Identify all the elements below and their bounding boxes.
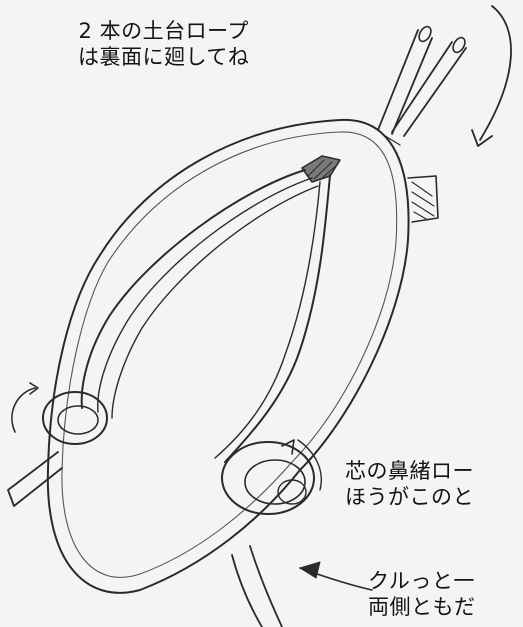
instruction-bottom-line-1: クルっと一 — [368, 569, 475, 593]
bottom-rope-tail — [231, 545, 283, 627]
instruction-top: 2 本の土台ロープ は裏面に廻してね — [78, 18, 249, 70]
left-ring — [11, 382, 108, 445]
instruction-right: 芯の鼻緒ロー ほうがこのと — [345, 458, 474, 510]
toe-post-knot — [301, 155, 341, 183]
instruction-right-line-2: ほうがこのと — [345, 485, 474, 509]
left-strap — [80, 169, 306, 409]
instruction-top-line-1: 2 本の土台ロープ — [78, 19, 249, 43]
instruction-bottom-line-2: 両側ともだ — [368, 595, 476, 619]
instruction-right-line-1: 芯の鼻緒ロー — [345, 459, 474, 483]
instruction-top-line-2: は裏面に廻してね — [78, 45, 250, 69]
left-rope-tail — [7, 451, 63, 507]
rope-ends — [377, 25, 467, 146]
sole-outline — [46, 118, 410, 594]
right-ring — [221, 439, 322, 515]
curved-arrow-top — [471, 5, 512, 147]
right-strap — [224, 174, 331, 463]
pointer-arrow-bottom — [299, 561, 373, 591]
rope-stub-right — [407, 175, 439, 223]
sole-outline-inner — [61, 131, 398, 578]
instruction-bottom: クルっと一 両側ともだ — [368, 568, 476, 620]
